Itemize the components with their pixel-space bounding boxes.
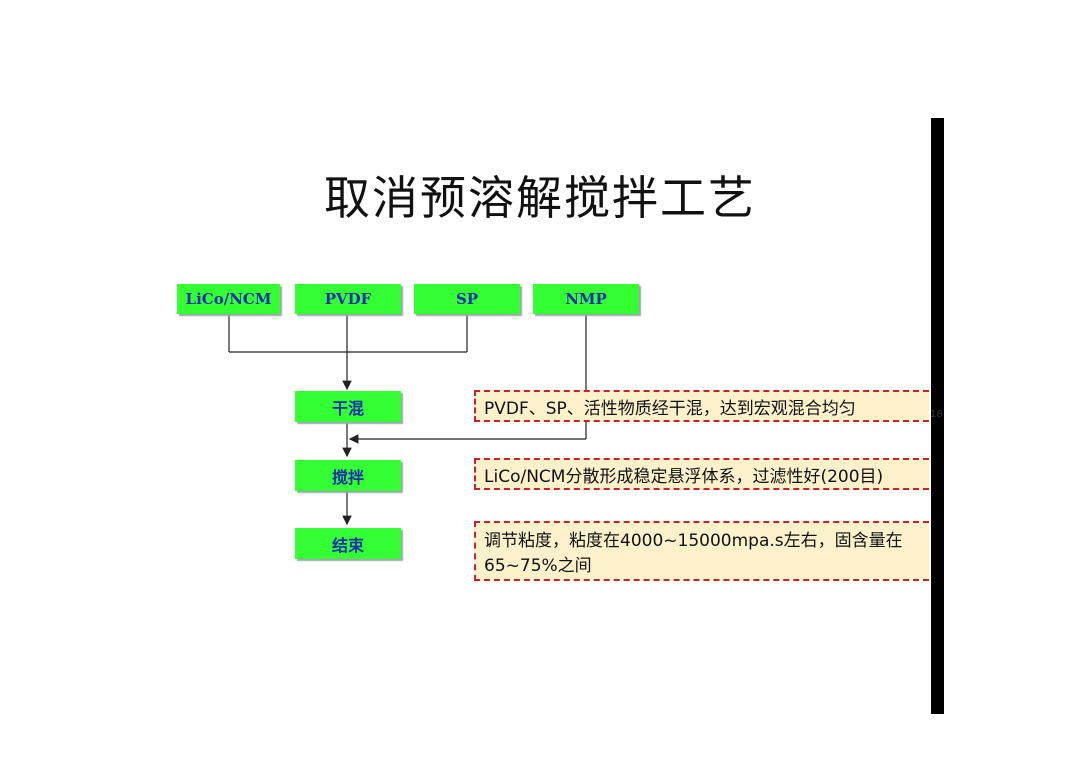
note-end: 调节粘度，粘度在4000~15000mpa.s左右，固含量在65~75%之间 xyxy=(474,521,929,581)
page-number: 18 xyxy=(930,409,943,420)
step-box-dry-mix: 干混 xyxy=(295,391,401,422)
note-stir: LiCo/NCM分散形成稳定悬浮体系，过滤性好(200目) xyxy=(474,458,929,490)
input-box-pvdf: PVDF xyxy=(295,284,401,314)
step-box-end: 结束 xyxy=(295,528,401,559)
page-title: 取消预溶解搅拌工艺 xyxy=(324,171,756,225)
note-dry-mix: PVDF、SP、活性物质经干混，达到宏观混合均匀 xyxy=(474,390,929,422)
input-box-sp: SP xyxy=(414,284,520,314)
input-box-lico-ncm: LiCo/NCM xyxy=(177,284,280,314)
step-box-stir: 搅拌 xyxy=(295,460,401,491)
input-box-nmp: NMP xyxy=(533,284,639,314)
right-edge-bar xyxy=(931,118,944,714)
